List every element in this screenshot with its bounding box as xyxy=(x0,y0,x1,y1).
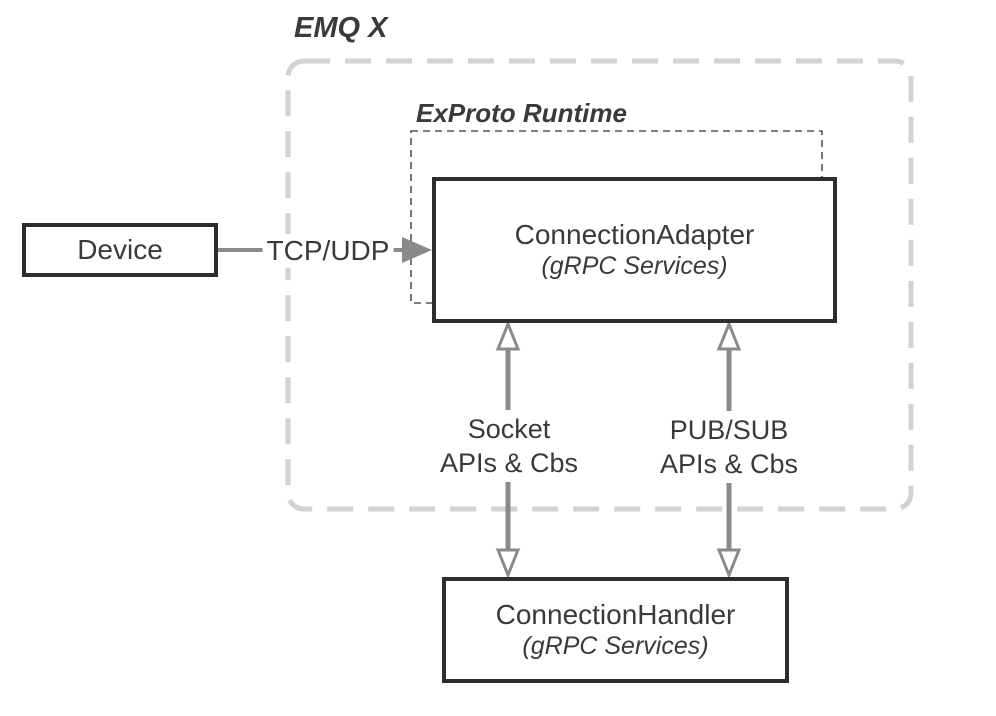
connection-handler-title: ConnectionHandler xyxy=(495,599,736,630)
emqx-boundary-box xyxy=(285,58,914,512)
device-node-label: Device xyxy=(77,234,163,265)
socket-apis-edge-label-line1: Socket xyxy=(467,414,551,444)
connection-adapter-node: ConnectionAdapter (gRPC Services) xyxy=(432,177,837,323)
connection-adapter-title: ConnectionAdapter xyxy=(514,219,755,250)
emqx-boundary-label: EMQ X xyxy=(294,12,388,44)
pubsub-arrowhead-up-icon xyxy=(716,319,742,351)
pubsub-arrowhead-down-icon xyxy=(716,548,742,580)
connection-handler-node: ConnectionHandler (gRPC Services) xyxy=(442,577,789,683)
pubsub-apis-edge-label: PUB/SUB APIs & Cbs xyxy=(651,411,807,483)
pubsub-apis-edge-label-line2: APIs & Cbs xyxy=(659,449,799,479)
socket-apis-edge-label: Socket APIs & Cbs xyxy=(431,410,587,482)
device-node: Device xyxy=(22,223,218,277)
pubsub-apis-edge-label-line1: PUB/SUB xyxy=(669,415,789,445)
exproto-boundary-label: ExProto Runtime xyxy=(416,98,627,128)
connection-adapter-subtitle: (gRPC Services) xyxy=(541,252,728,280)
socket-arrowhead-down-icon xyxy=(495,548,521,580)
connection-handler-subtitle: (gRPC Services) xyxy=(522,632,709,660)
socket-apis-edge-label-line2: APIs & Cbs xyxy=(439,448,579,478)
socket-arrowhead-up-icon xyxy=(495,319,521,351)
tcp-arrowhead-icon xyxy=(402,237,432,263)
tcp-udp-edge-label: TCP/UDP xyxy=(262,234,394,268)
